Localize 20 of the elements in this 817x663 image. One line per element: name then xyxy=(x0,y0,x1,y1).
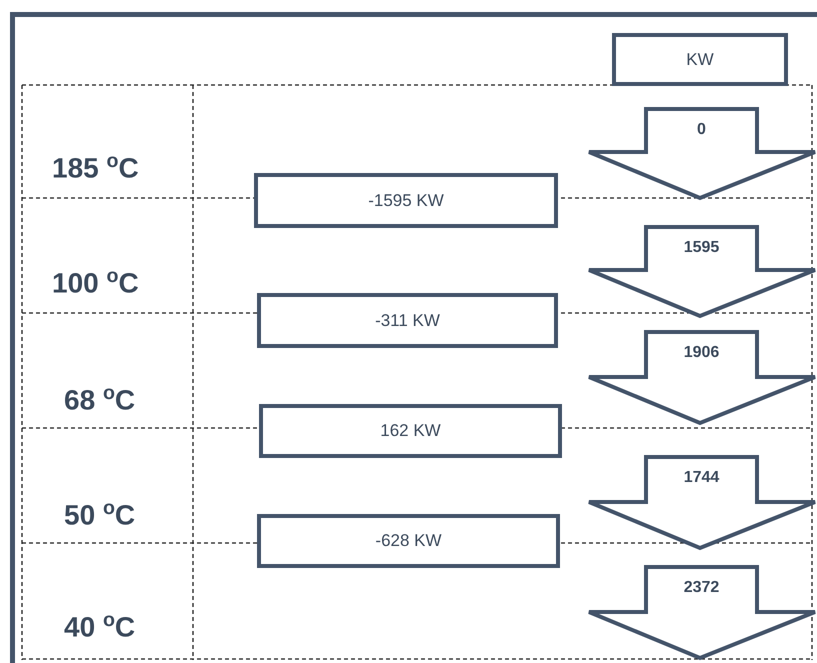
unit-header-box: KW xyxy=(612,33,788,86)
heat-duty-box: 162 KW xyxy=(259,404,562,458)
heat-cascade-shape xyxy=(587,455,815,550)
heat-duty-box: -311 KW xyxy=(257,293,558,348)
heat-cascade-shape xyxy=(587,330,815,425)
temperature-label: 68 $^{o}$C xyxy=(64,382,136,416)
flow-value: 2372 xyxy=(682,579,720,597)
flow-value: 0 xyxy=(696,121,707,139)
heat-duty-box: -628 KW xyxy=(257,514,560,568)
temperature-label: 185 $^{o}$C xyxy=(52,150,139,184)
temperature-label: 100 $^{o}$C xyxy=(52,265,139,300)
flow-value: 1906 xyxy=(682,344,720,362)
heat-cascade-shape xyxy=(587,565,815,660)
flow-value: 1744 xyxy=(682,469,720,487)
temperature-label: 40 $^{o}$C xyxy=(64,609,136,644)
heat-cascade-shape xyxy=(587,225,815,318)
temperature-label: 50 $^{o}$C xyxy=(64,497,136,532)
flow-value: 1595 xyxy=(682,239,720,257)
heat-duty-box: -1595 KW xyxy=(254,173,558,228)
heat-cascade-shape xyxy=(587,107,815,200)
